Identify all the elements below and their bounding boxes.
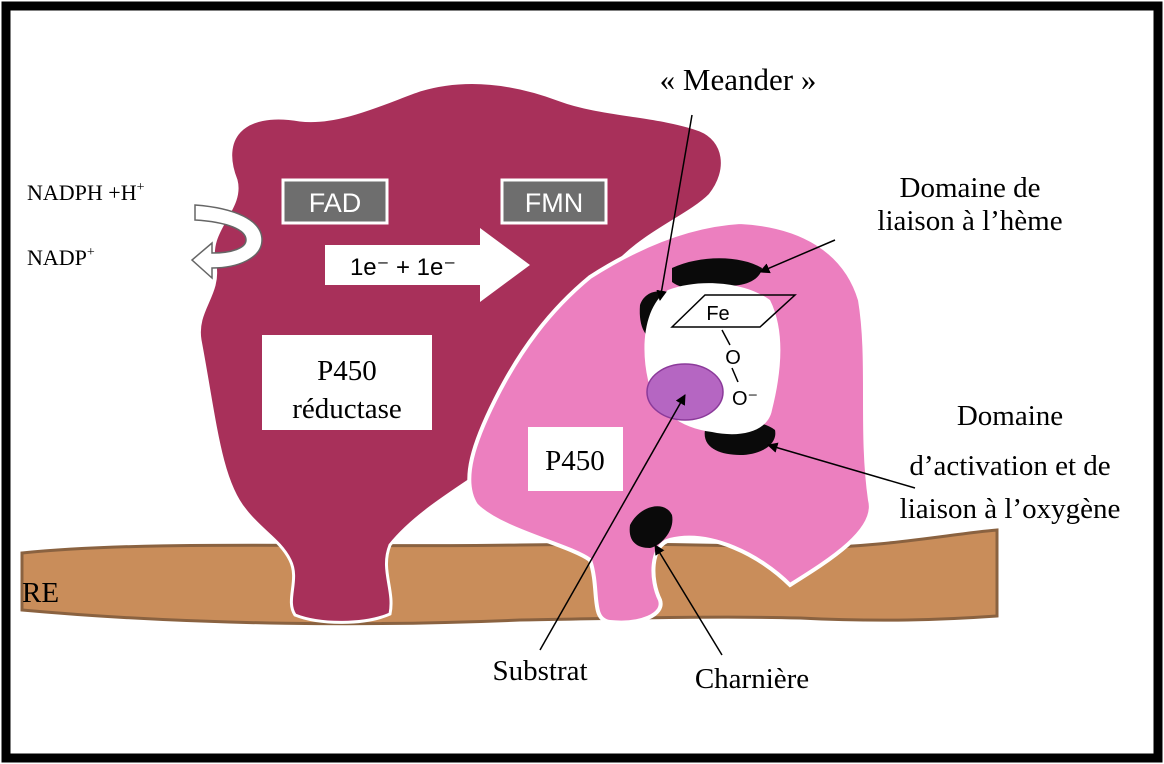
electron-transfer-label: 1e⁻ + 1e⁻ (350, 254, 456, 281)
oxygen-label-2: O⁻ (732, 388, 758, 410)
nadp-label: NADP+ (27, 245, 95, 270)
nadph-label: NADPH +H+ (27, 180, 145, 205)
activation-domain-label-line2: d’activation et de (909, 450, 1110, 482)
charniere-label: Charnière (695, 663, 809, 695)
heme-domain-label-line1: Domaine de (900, 172, 1041, 204)
activation-domain-label-line1: Domaine (957, 400, 1063, 432)
heme-domain-label-line2: liaison à l’hème (877, 205, 1062, 237)
fmn-label: FMN (525, 188, 583, 218)
substrat-label: Substrat (492, 655, 587, 687)
fe-label: Fe (706, 303, 729, 325)
substrate-shape (647, 364, 723, 420)
re-label: RE (22, 577, 59, 609)
activation-domain-label-line3: liaison à l’oxygène (900, 493, 1121, 525)
oxygen-label-1: O (725, 347, 741, 369)
reductase-label-line2: réductase (292, 393, 402, 425)
p450-label: P450 (545, 445, 605, 477)
meander-label: « Meander » (660, 62, 817, 97)
fad-label: FAD (309, 188, 362, 218)
reductase-label-line1: P450 (317, 355, 377, 387)
